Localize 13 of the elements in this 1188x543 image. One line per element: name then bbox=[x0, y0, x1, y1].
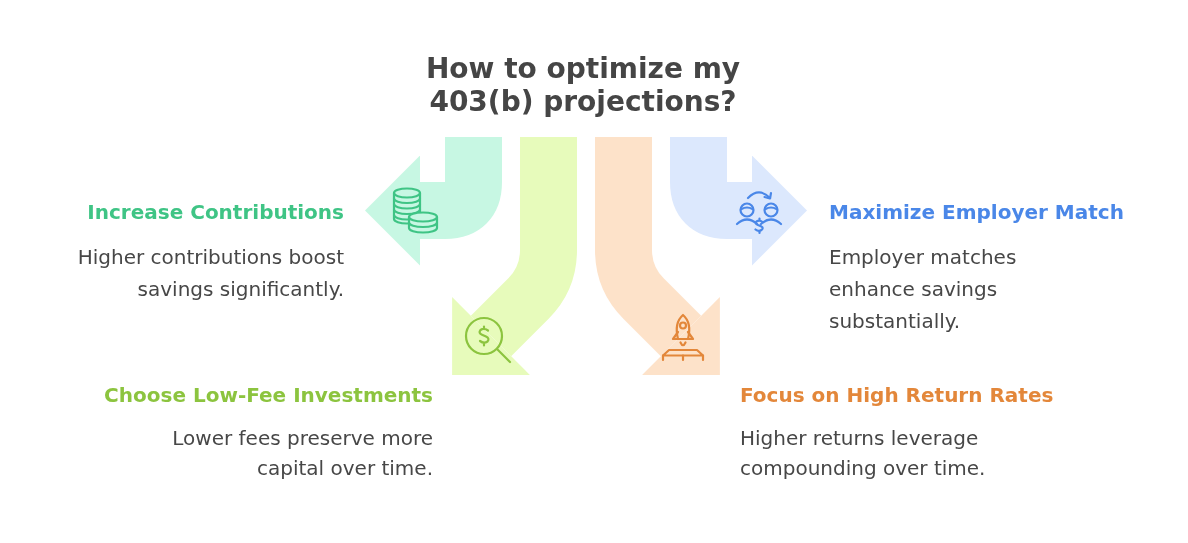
option-heading: Increase Contributions bbox=[87, 199, 344, 226]
option-description: Higher returns leverage compounding over time. bbox=[740, 425, 987, 482]
curved-arrow bbox=[670, 137, 807, 266]
option-heading: Choose Low-Fee Investments bbox=[104, 382, 433, 409]
option-heading: Maximize Employer Match bbox=[829, 199, 1124, 226]
diagram-title: How to optimize my 403(b) projections? bbox=[424, 52, 742, 118]
option-description: Higher contributions boost savings significantly. bbox=[76, 244, 344, 303]
option-description: Lower fees preserve more capital over time. bbox=[171, 425, 433, 482]
option-heading: Focus on High Return Rates bbox=[740, 382, 1054, 409]
option-description: Employer matches enhance savings substantially. bbox=[829, 244, 1018, 335]
curved-arrow bbox=[452, 137, 577, 375]
curved-arrow bbox=[365, 137, 502, 266]
curved-arrow bbox=[595, 137, 720, 375]
